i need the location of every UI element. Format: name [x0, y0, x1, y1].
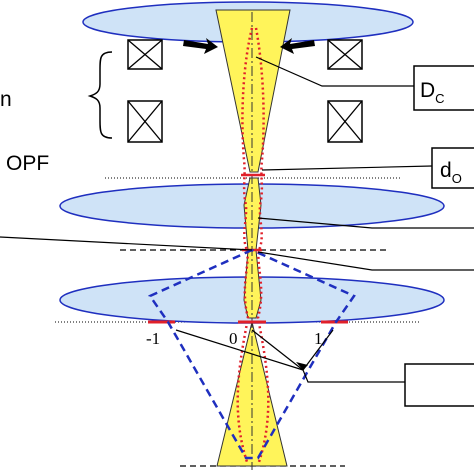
- red-envelope-left: [236, 27, 254, 463]
- red-envelope-right: [254, 27, 270, 463]
- order-minus1-label: -1: [146, 329, 160, 348]
- dc-label: DC: [420, 79, 445, 106]
- opf-label: OPF: [6, 152, 49, 175]
- coil-lower-right: [327, 100, 363, 143]
- blue-dashed-path: [148, 248, 356, 460]
- arrow-left-icon: [183, 38, 218, 54]
- empty-label-box: [404, 363, 474, 407]
- arrowhead-orders: [296, 362, 308, 370]
- curly-brace-icon: [87, 51, 113, 139]
- leader-do: [261, 165, 433, 171]
- coil-upper-left: [127, 39, 163, 70]
- upper-cone: [215, 9, 291, 173]
- arrow-right-icon: [280, 38, 315, 54]
- leader-orders-b: [251, 329, 304, 371]
- coil-upper-right: [327, 39, 363, 70]
- dc-label-box: [413, 65, 474, 111]
- leader-mid: [257, 217, 474, 229]
- order-0-label: 0: [229, 329, 238, 348]
- leader-orders-a: [175, 329, 304, 371]
- leader-cross: [257, 251, 474, 271]
- leader-orders-c: [302, 329, 474, 383]
- coil-lower-left: [127, 100, 163, 143]
- left-partial-label: n: [0, 88, 12, 111]
- leader-dc: [255, 56, 414, 87]
- do-label-box: [431, 147, 474, 189]
- leader-left: [0, 236, 253, 251]
- order-1-label: 1: [314, 329, 323, 348]
- do-label: dO: [440, 159, 462, 186]
